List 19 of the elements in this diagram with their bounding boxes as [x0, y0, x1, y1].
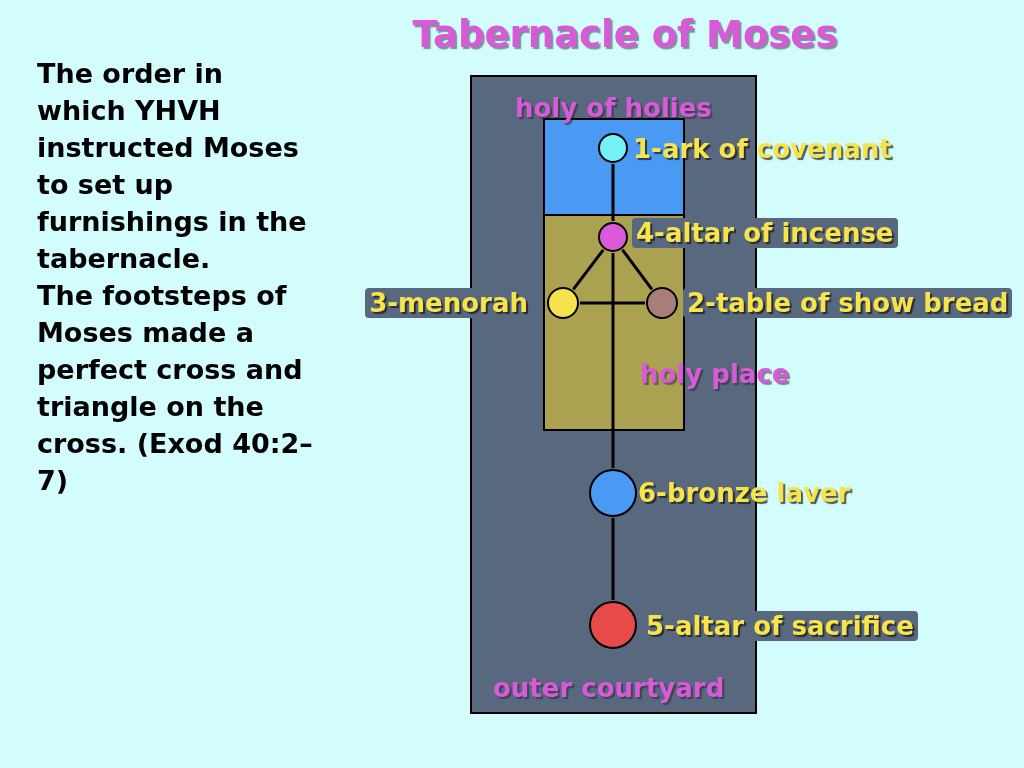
- item-label: 2-table of show bread: [683, 288, 1013, 318]
- circle-marker: [589, 469, 637, 517]
- connector-line: [611, 518, 615, 600]
- circle-marker: [646, 287, 678, 319]
- circle-marker: [547, 287, 579, 319]
- circle-marker: [589, 601, 637, 649]
- item-label: 4-altar of incense: [632, 218, 898, 248]
- connector-line: [572, 248, 605, 291]
- connector-line: [611, 253, 615, 468]
- circle-marker: [598, 133, 628, 163]
- area-label: outer courtyard: [493, 673, 725, 703]
- description-text: The order in which YHVH instructed Moses to set up furnishings in the tabernacle.: [37, 57, 308, 276]
- connector-line: [621, 248, 654, 291]
- connector-line: [611, 164, 615, 221]
- circle-marker: [598, 222, 628, 252]
- description-text: The footsteps of Moses made a perfect cross and triangle on the cross. (Exod 40:2–7): [37, 279, 314, 498]
- page-title: Tabernacle of Moses: [412, 12, 838, 58]
- connector-line: [580, 301, 645, 305]
- area-label: holy of holies: [515, 93, 712, 123]
